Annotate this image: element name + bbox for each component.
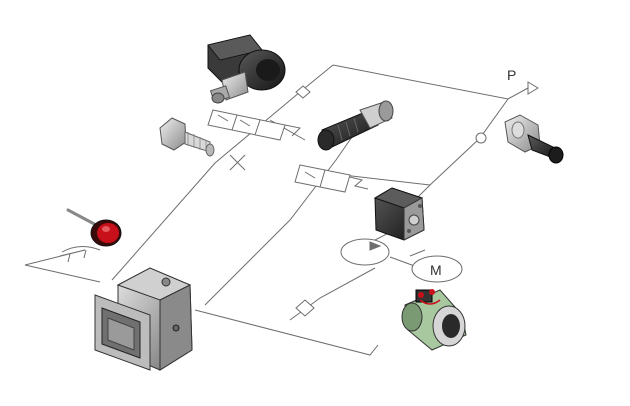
orifice-symbol xyxy=(229,154,246,171)
hand-knob xyxy=(66,208,122,247)
solenoid-directional-valve xyxy=(207,34,286,104)
schematic-symbols xyxy=(61,81,539,317)
pressure-port-label: P xyxy=(507,67,516,83)
cartridge-valve-right xyxy=(504,114,564,164)
filter-symbol-top xyxy=(295,85,311,99)
check-line xyxy=(429,98,509,186)
filter-symbol-bottom xyxy=(295,299,315,317)
tank-return-line xyxy=(194,309,379,356)
reservoir-tank xyxy=(94,267,193,371)
electric-motor xyxy=(401,289,467,351)
left-tank-line xyxy=(24,249,86,266)
left-tank-base xyxy=(24,264,101,283)
tank-symbol xyxy=(61,246,101,253)
pressure-arrow-symbol xyxy=(527,81,539,95)
motor-symbol xyxy=(411,255,463,283)
directional-valve-symbol xyxy=(207,109,302,141)
filter-line xyxy=(289,267,376,321)
motor-shaft-arrow xyxy=(409,249,426,257)
cartridge-valve-center xyxy=(317,100,394,151)
hex-fitting xyxy=(159,117,215,157)
pressure-line-top xyxy=(332,64,529,100)
check-valve-symbol xyxy=(475,132,487,144)
motor-label: M xyxy=(430,262,442,278)
tank-symbol-legs xyxy=(67,249,87,263)
relief-valve-symbol xyxy=(294,164,369,193)
pump-arrow xyxy=(369,241,382,251)
pump-symbol xyxy=(340,238,390,266)
gear-pump xyxy=(373,187,425,241)
